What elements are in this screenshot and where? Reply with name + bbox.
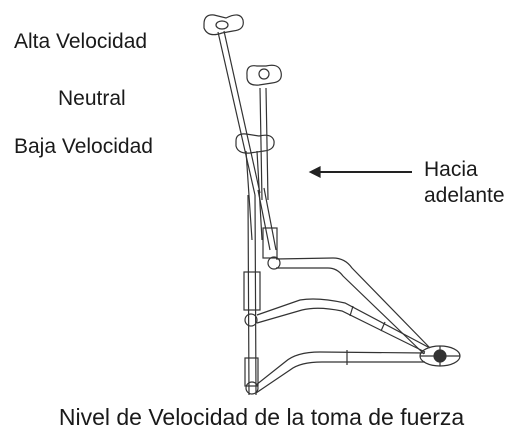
forward-label-line2: adelante xyxy=(424,184,505,207)
middle-link xyxy=(256,298,429,353)
pivot-assembly xyxy=(419,345,461,367)
high-speed-lever xyxy=(203,14,261,196)
forward-label-line1: Hacia xyxy=(424,158,478,181)
main-shaft xyxy=(243,194,261,396)
upper-link xyxy=(257,187,431,355)
neutral-lever xyxy=(246,64,282,201)
high-speed-label: Alta Velocidad xyxy=(14,30,148,53)
neutral-label: Neutral xyxy=(58,87,126,110)
low-speed-label: Baja Velocidad xyxy=(14,135,153,158)
figure-caption: Nivel de Velocidad de la toma de fuerza xyxy=(58,404,465,430)
forward-arrow xyxy=(308,166,412,178)
lower-link xyxy=(255,350,426,394)
